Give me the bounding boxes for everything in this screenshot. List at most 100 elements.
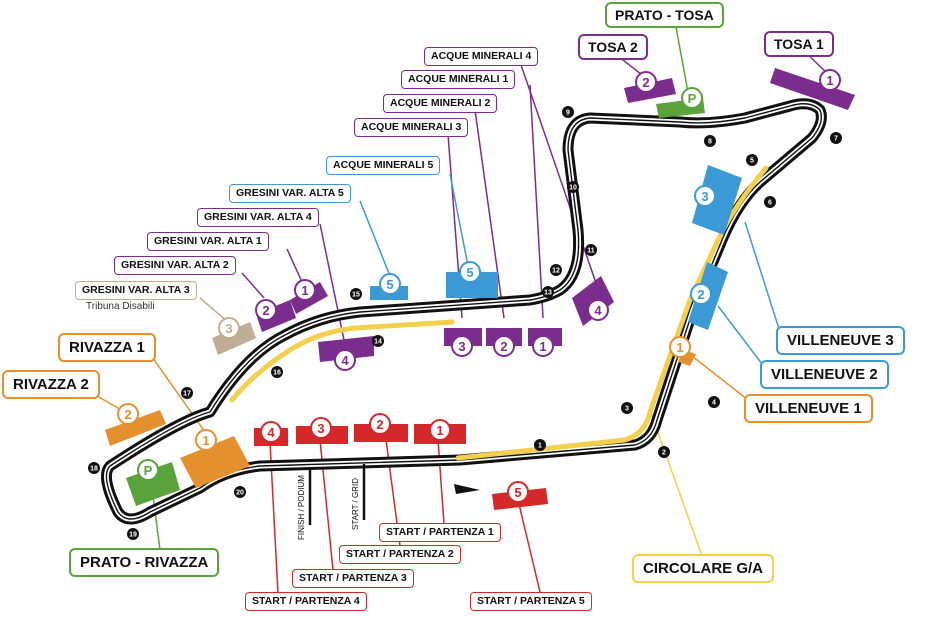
badge-acque-5: 5 (459, 261, 481, 283)
badge-tosa-1: 1 (819, 69, 841, 91)
badge-text: 2 (642, 75, 649, 90)
badge-prato-tosa: P (681, 87, 703, 109)
badge-start-4: 4 (260, 421, 282, 443)
badge-start-1: 1 (429, 419, 451, 441)
stand-block-prato-rivazza (126, 462, 180, 506)
svg-text:13: 13 (544, 290, 552, 297)
badge-text: 3 (701, 189, 708, 204)
label-tosa-1: TOSA 1 (764, 31, 834, 57)
turn-11: 11 (585, 244, 597, 256)
badge-text: 4 (341, 353, 349, 368)
svg-text:16: 16 (273, 370, 281, 377)
badge-gresini-2: 2 (255, 299, 277, 321)
start-grid-text: START / GRID (351, 478, 360, 530)
turn-5: 5 (746, 154, 758, 166)
label-start-4: START / PARTENZA 4 (245, 592, 367, 611)
turn-17: 17 (181, 387, 193, 399)
circolare-route (229, 165, 769, 461)
label-gresini-3: GRESINI VAR. ALTA 3 (75, 281, 197, 300)
label-start-1: START / PARTENZA 1 (379, 523, 501, 542)
svg-text:10: 10 (569, 185, 577, 192)
label-acque-5: ACQUE MINERALI 5 (326, 156, 441, 175)
badge-text: 1 (826, 73, 833, 88)
turn-20: 20 (234, 486, 246, 498)
badge-villeneuve-2: 2 (690, 283, 712, 305)
badge-start-3: 3 (310, 417, 332, 439)
badge-text: 2 (500, 339, 507, 354)
svg-text:3: 3 (625, 406, 629, 413)
badge-text: 3 (458, 339, 465, 354)
label-acque-1: ACQUE MINERALI 1 (401, 70, 516, 89)
turn-15: 15 (350, 288, 362, 300)
badge-acque-2: 2 (493, 335, 515, 357)
svg-text:9: 9 (566, 110, 570, 117)
svg-text:11: 11 (587, 248, 595, 255)
label-rivazza-2: RIVAZZA 2 (2, 370, 100, 399)
badge-text: 1 (539, 339, 546, 354)
badge-text: 3 (225, 321, 232, 336)
svg-text:15: 15 (352, 292, 360, 299)
svg-text:14: 14 (374, 339, 382, 346)
svg-text:19: 19 (129, 532, 137, 539)
svg-text:12: 12 (552, 268, 560, 275)
stand-block-tosa-1 (770, 68, 855, 110)
badge-text: 2 (124, 407, 131, 422)
badge-text: 4 (594, 303, 602, 318)
stand-block-gresini-2 (256, 300, 296, 332)
badge-gresini-1: 1 (294, 279, 316, 301)
turn-8: 8 (704, 135, 716, 147)
turn-2: 2 (658, 446, 670, 458)
badge-gresini-5: 5 (379, 273, 401, 295)
badge-tosa-2: 2 (635, 71, 657, 93)
badge-text: 1 (301, 283, 308, 298)
grandstands (105, 68, 855, 510)
turn-13: 13 (542, 286, 554, 298)
badge-text: 3 (317, 421, 324, 436)
badge-text: P (688, 91, 697, 106)
badge-gresini-3: 3 (218, 317, 240, 339)
svg-text:1: 1 (538, 443, 542, 450)
track-centerline (105, 103, 823, 520)
badge-text: 1 (676, 340, 683, 355)
label-acque-3: ACQUE MINERALI 3 (354, 118, 469, 137)
turn-4: 4 (708, 396, 720, 408)
label-circolare: CIRCOLARE G/A (632, 554, 774, 583)
svg-text:6: 6 (768, 200, 772, 207)
label-prato-tosa: PRATO - TOSA (605, 2, 724, 28)
label-start-3: START / PARTENZA 3 (292, 569, 414, 588)
turn-markers: 1 2 3 4 5 6 7 8 9 10 11 12 13 14 15 16 1… (88, 106, 842, 540)
stand-block-rivazza-2 (105, 410, 166, 446)
tribuna-disabili-note: Tribuna Disabili (86, 301, 155, 312)
badge-rivazza-2: 2 (117, 403, 139, 425)
badge-acque-4: 4 (587, 299, 609, 321)
label-villeneuve-1: VILLENEUVE 1 (744, 394, 873, 423)
turn-16: 16 (271, 366, 283, 378)
svg-text:2: 2 (662, 450, 666, 457)
label-gresini-4: GRESINI VAR. ALTA 4 (197, 208, 319, 227)
badge-text: 5 (514, 485, 521, 500)
badge-acque-1: 1 (532, 335, 554, 357)
badge-start-5: 5 (507, 481, 529, 503)
label-prato-rivazza: PRATO - RIVAZZA (69, 548, 220, 577)
turn-12: 12 (550, 264, 562, 276)
svg-text:7: 7 (834, 136, 838, 143)
svg-text:18: 18 (90, 466, 98, 473)
label-tosa-2: TOSA 2 (578, 34, 648, 60)
label-start-5: START / PARTENZA 5 (470, 592, 592, 611)
stand-block-rivazza-1 (180, 436, 250, 488)
badge-text: 2 (376, 417, 383, 432)
badge-villeneuve-1: 1 (669, 336, 691, 358)
badge-text: 4 (267, 425, 275, 440)
badge-text: 5 (466, 265, 473, 280)
svg-text:20: 20 (236, 490, 244, 497)
label-gresini-2: GRESINI VAR. ALTA 2 (114, 256, 236, 275)
badge-text: 1 (202, 433, 209, 448)
badge-rivazza-1: 1 (195, 429, 217, 451)
label-villeneuve-2: VILLENEUVE 2 (760, 360, 889, 389)
turn-18: 18 (88, 462, 100, 474)
svg-text:17: 17 (183, 391, 191, 398)
stand-block-gresini-4 (318, 336, 374, 362)
label-gresini-5: GRESINI VAR. ALTA 5 (229, 184, 351, 203)
badge-gresini-4: 4 (334, 349, 356, 371)
